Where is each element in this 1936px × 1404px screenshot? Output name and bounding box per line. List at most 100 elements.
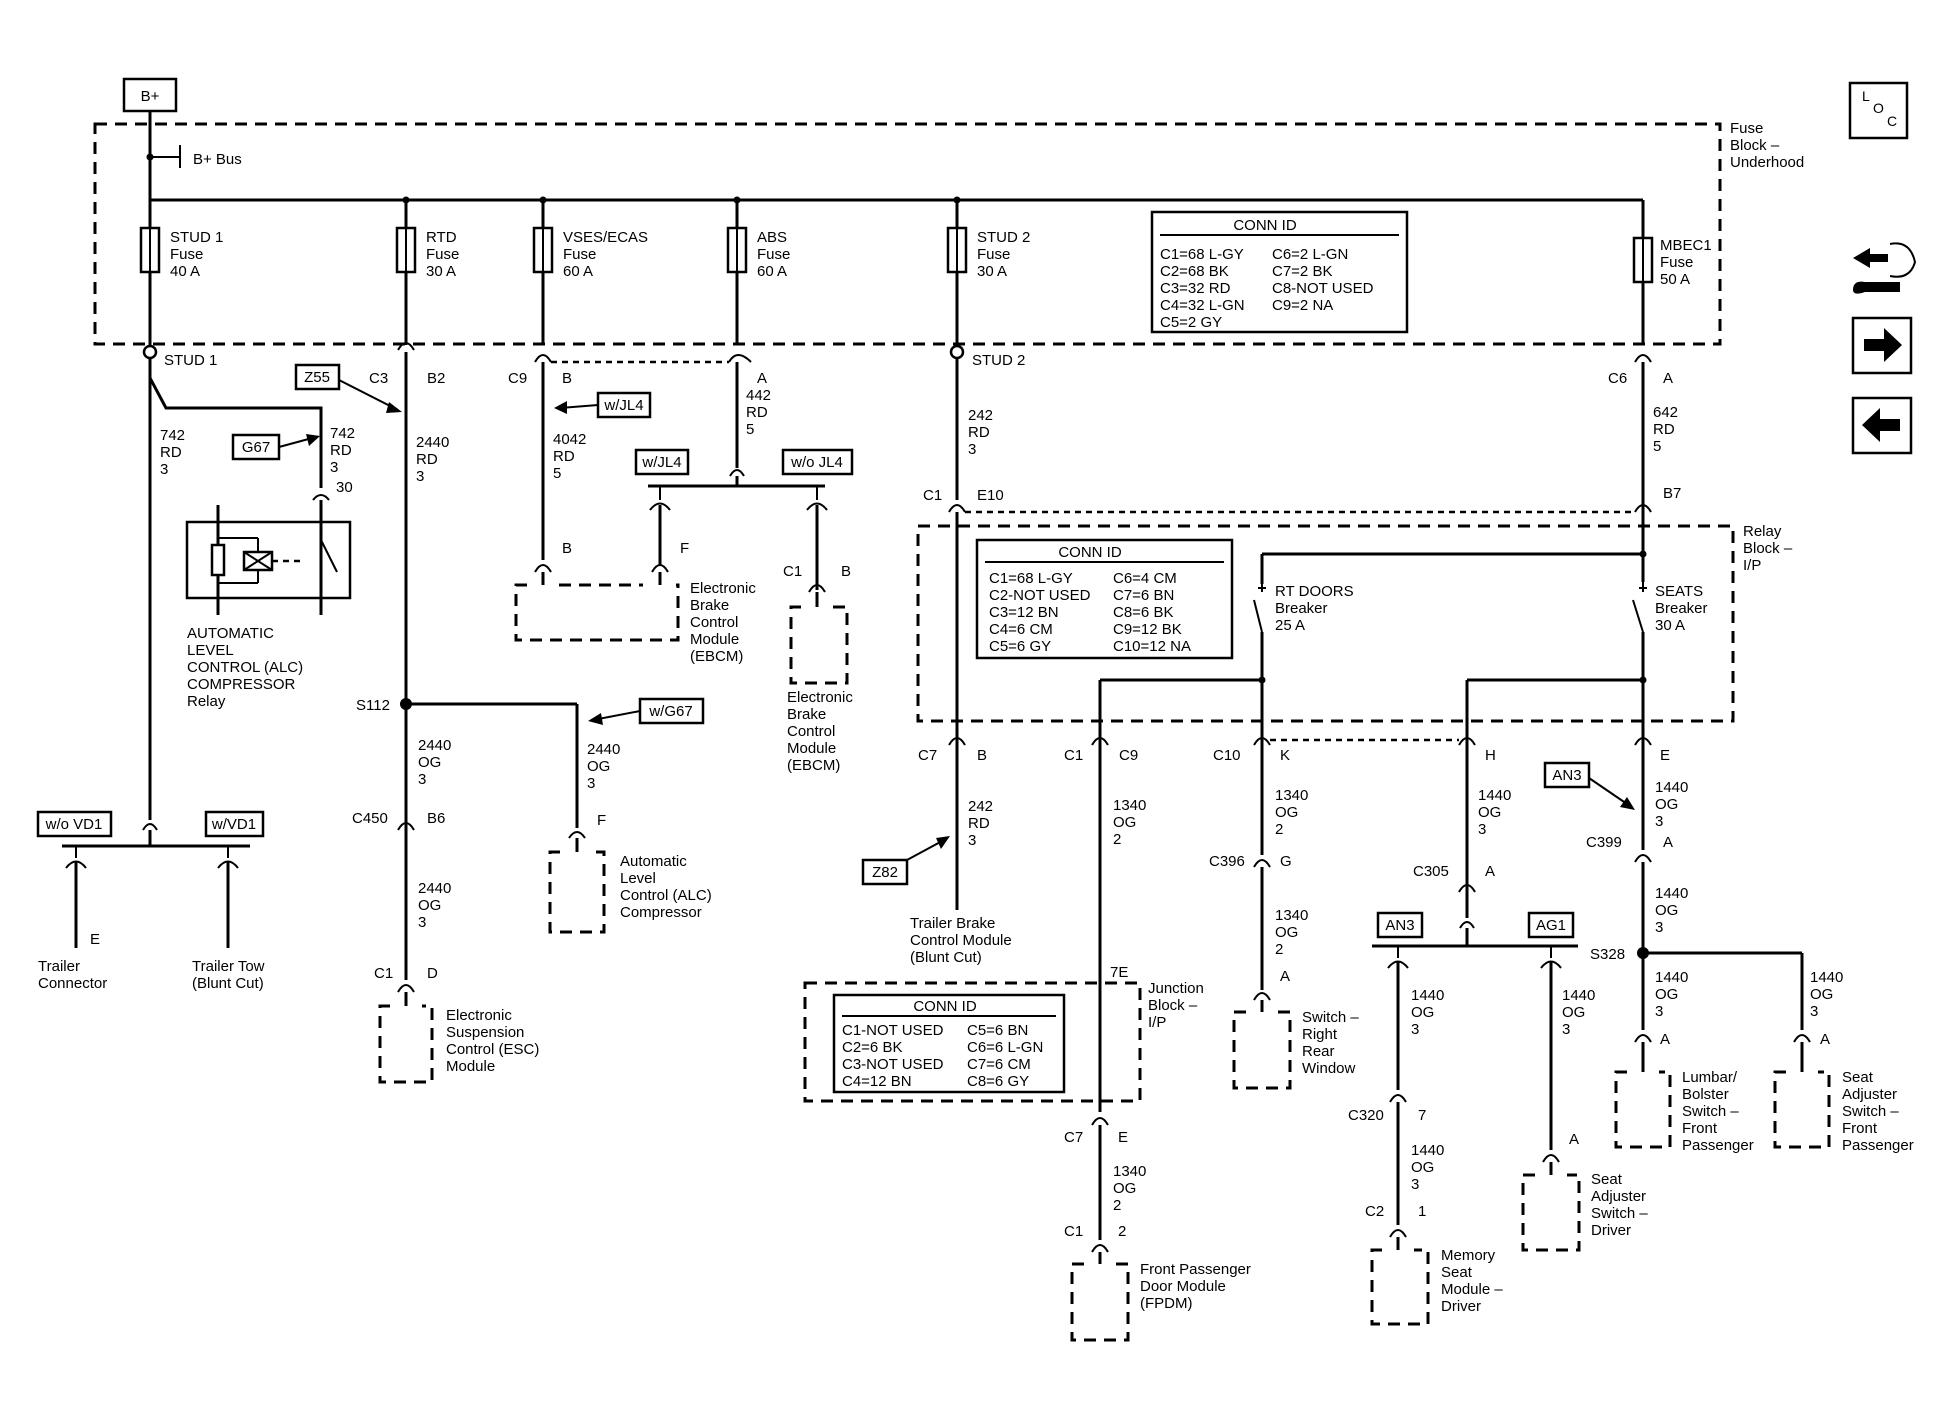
pin-c1-relay: C1	[923, 487, 942, 504]
arrow-left-icon	[1862, 408, 1900, 442]
pin-k: K	[1280, 747, 1290, 764]
pin-c3: C3	[369, 370, 388, 387]
junction-block-ip	[803, 981, 1142, 1103]
underhood-label: Fuse Block – Underhood	[1730, 120, 1804, 171]
pin-c2: C2	[1365, 1203, 1384, 1220]
pin-c1-relay2: C1	[1064, 747, 1083, 764]
option-w-jl4-b	[634, 448, 690, 476]
relay-block-ip	[916, 524, 1735, 723]
location-button[interactable]: L O C	[1848, 81, 1909, 140]
pin-f-alc: F	[597, 812, 606, 829]
stud2-label: STUD 2	[972, 352, 1025, 369]
pin-b6: B6	[427, 810, 445, 827]
pin-a-window: A	[1280, 968, 1290, 985]
pin-c305: C305	[1413, 863, 1449, 880]
pin-g: G	[1280, 853, 1292, 870]
pin-c7-relay: C7	[918, 747, 937, 764]
pin-c6: C6	[1608, 370, 1627, 387]
svg-text:CONN ID: CONN ID	[1233, 217, 1297, 234]
option-z55	[294, 363, 341, 391]
pin-c9-vses: C9	[508, 370, 527, 387]
svg-text:Z82: Z82	[872, 864, 898, 881]
bplus-bus-label: B+ Bus	[193, 151, 242, 168]
pin-a-seat-driver: A	[1569, 1131, 1579, 1148]
option-ag1	[1527, 911, 1575, 939]
pin-f-ebcm: F	[680, 540, 689, 557]
pin-a-c305: A	[1485, 863, 1495, 880]
svg-text:w/JL4: w/JL4	[603, 397, 643, 414]
pin-a-c399: A	[1663, 834, 1673, 851]
pin-c10: C10	[1213, 747, 1241, 764]
stud1-label: STUD 1	[164, 352, 217, 369]
svg-text:AN3: AN3	[1385, 917, 1414, 934]
svg-text:L: L	[1862, 88, 1870, 104]
pin-2-fpdm: 2	[1118, 1223, 1126, 1240]
svg-text:w/JL4: w/JL4	[641, 454, 681, 471]
stud1-terminal	[142, 344, 158, 360]
svg-text:AN3: AN3	[1552, 767, 1581, 784]
connector-tools-icon[interactable]	[1853, 242, 1917, 294]
option-an3-b	[1543, 761, 1591, 789]
option-wo-vd1	[36, 810, 113, 838]
pin-e-fpdm: E	[1118, 1129, 1128, 1146]
pin-h: H	[1485, 747, 1496, 764]
option-w-jl4-a	[596, 391, 652, 419]
trailer-tow: Trailer Tow(Blunt Cut)	[192, 958, 265, 992]
pin-b-ebcm: B	[562, 540, 572, 557]
pin-b7: B7	[1663, 485, 1681, 502]
pin-c450: C450	[352, 810, 388, 827]
previous-page-button[interactable]	[1851, 396, 1913, 455]
svg-text:S112: S112	[356, 697, 390, 714]
pin-b-vses: B	[562, 370, 572, 387]
bplus-label: B+	[141, 88, 160, 105]
pin-c1-ebcm: C1	[783, 563, 802, 580]
next-page-button[interactable]	[1851, 316, 1913, 375]
option-wo-jl4	[781, 448, 854, 476]
pin-c399: C399	[1586, 834, 1622, 851]
pin-e10: E10	[977, 487, 1004, 504]
